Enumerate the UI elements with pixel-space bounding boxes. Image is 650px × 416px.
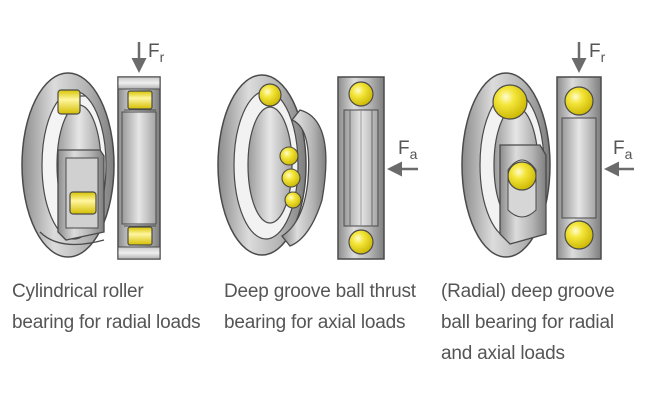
caption-line: Cylindrical roller — [12, 281, 144, 302]
radial-load-arrow: Fr — [131, 41, 165, 73]
caption-line: and axial loads — [441, 343, 565, 364]
radial-force-label: Fr — [148, 41, 165, 65]
deep-groove-ball-perspective — [461, 72, 551, 258]
cylindrical-roller-bearing-illustration: Fr — [21, 41, 165, 260]
axial-force-label-2: Fa — [613, 138, 633, 162]
caption-thrust-ball: Deep groove ball thrust bearing for axia… — [224, 276, 416, 338]
radial-force-label-2: Fr — [589, 41, 606, 65]
caption-line: Deep groove ball thrust — [224, 281, 416, 302]
caption-line: ball bearing for radial — [441, 312, 614, 333]
caption-line: bearing for axial loads — [224, 312, 406, 333]
axial-load-arrow-2: Fa — [604, 138, 634, 177]
caption-line: (Radial) deep groove — [441, 281, 615, 302]
deep-groove-ball-bearing-illustration: Fr Fa — [461, 41, 634, 260]
thrust-ball-bearing-illustration: Fa — [217, 74, 418, 260]
deep-groove-ball-section — [556, 76, 602, 260]
caption-line: bearing for radial loads — [12, 312, 201, 333]
thrust-ball-section — [337, 76, 385, 260]
axial-load-arrow: Fa — [387, 138, 418, 177]
caption-deep-groove-ball: (Radial) deep groove ball bearing for ra… — [441, 276, 615, 369]
radial-load-arrow-2: Fr — [571, 41, 606, 73]
cylindrical-roller-perspective — [21, 72, 115, 258]
axial-force-label: Fa — [398, 138, 418, 162]
caption-cylindrical-roller: Cylindrical roller bearing for radial lo… — [12, 276, 201, 338]
cylindrical-roller-section — [117, 76, 161, 260]
thrust-ball-perspective — [217, 74, 327, 256]
